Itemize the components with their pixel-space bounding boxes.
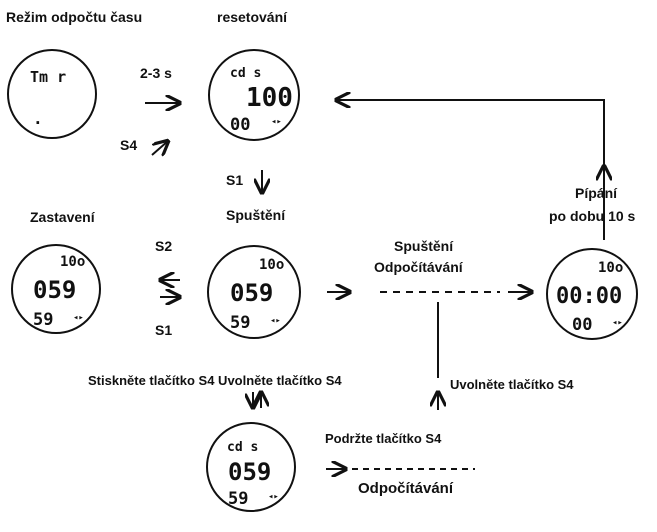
watch-zero-main-text: 00:00 (556, 284, 622, 309)
watch-stop-bottom-text: 59 (33, 310, 53, 330)
s4-label: S4 (120, 137, 137, 153)
watch-hold-mode-text: cd s (227, 440, 258, 455)
watch-zero: 10o 00:00 00 ◂▸ (546, 248, 638, 340)
s1-label-top: S1 (226, 172, 243, 188)
watch-reset-mode-text: cd s (230, 66, 261, 81)
watch-hold-bottom-text: 59 (228, 489, 248, 509)
watch-zero-top-text: 10o (598, 260, 623, 276)
watch-running-top-text: 10o (259, 257, 284, 273)
hold-s4-label: Podržte tlačítko S4 (325, 431, 442, 446)
hold-time-label: 2-3 s (140, 65, 172, 81)
running-title: Spuštění (226, 207, 286, 223)
s1-label-bottom: S1 (155, 322, 172, 338)
watch-stop-indicator: ◂▸ (73, 313, 84, 323)
s4-press-arrow (151, 141, 168, 155)
watch-zero-bottom-text: 00 (572, 315, 592, 335)
watch-reset-top-text: 100 (246, 83, 293, 113)
watch-running-indicator: ◂▸ (270, 316, 281, 326)
watch-reset: cd s 100 00 ◂▸ (208, 49, 300, 141)
beep-line2: po dobu 10 s (549, 208, 636, 224)
watch-mode-dot: . (33, 109, 43, 128)
stop-title: Zastavení (30, 209, 96, 225)
watch-stop-top-text: 10o (60, 254, 85, 270)
press-release-s4-label: Stiskněte tlačítko S4 Uvolněte tlačítko … (88, 373, 342, 388)
arrow-beep-back-to-reset (336, 100, 605, 240)
s2-label: S2 (155, 238, 172, 254)
watch-hold-indicator: ◂▸ (268, 492, 279, 502)
counting-label: Odpočítávání (358, 480, 454, 497)
reset-title: resetování (217, 9, 288, 25)
watch-mode-top-text: Tm r (30, 68, 66, 86)
countdown-start-line2: Odpočítávání (374, 259, 464, 275)
watch-stop-main-text: 059 (33, 276, 76, 304)
watch-reset-bottom-text: 00 (230, 115, 250, 135)
countdown-start-line1: Spuštění (394, 238, 454, 254)
watch-running-bottom-text: 59 (230, 313, 250, 333)
watch-hold-main-text: 059 (228, 458, 271, 486)
watch-stop: 10o 059 59 ◂▸ (11, 244, 101, 334)
watch-running-main-text: 059 (230, 279, 273, 307)
watch-running: 10o 059 59 ◂▸ (207, 245, 301, 339)
watch-hold: cd s 059 59 ◂▸ (206, 422, 296, 512)
release-s4-label: Uvolněte tlačítko S4 (450, 377, 574, 392)
mode-title: Režim odpočtu času (6, 9, 142, 25)
watch-mode: Tm r . (7, 49, 97, 139)
watch-zero-indicator: ◂▸ (612, 318, 623, 328)
beep-line1: Pípání (575, 185, 618, 201)
watch-reset-indicator: ◂▸ (271, 117, 282, 127)
